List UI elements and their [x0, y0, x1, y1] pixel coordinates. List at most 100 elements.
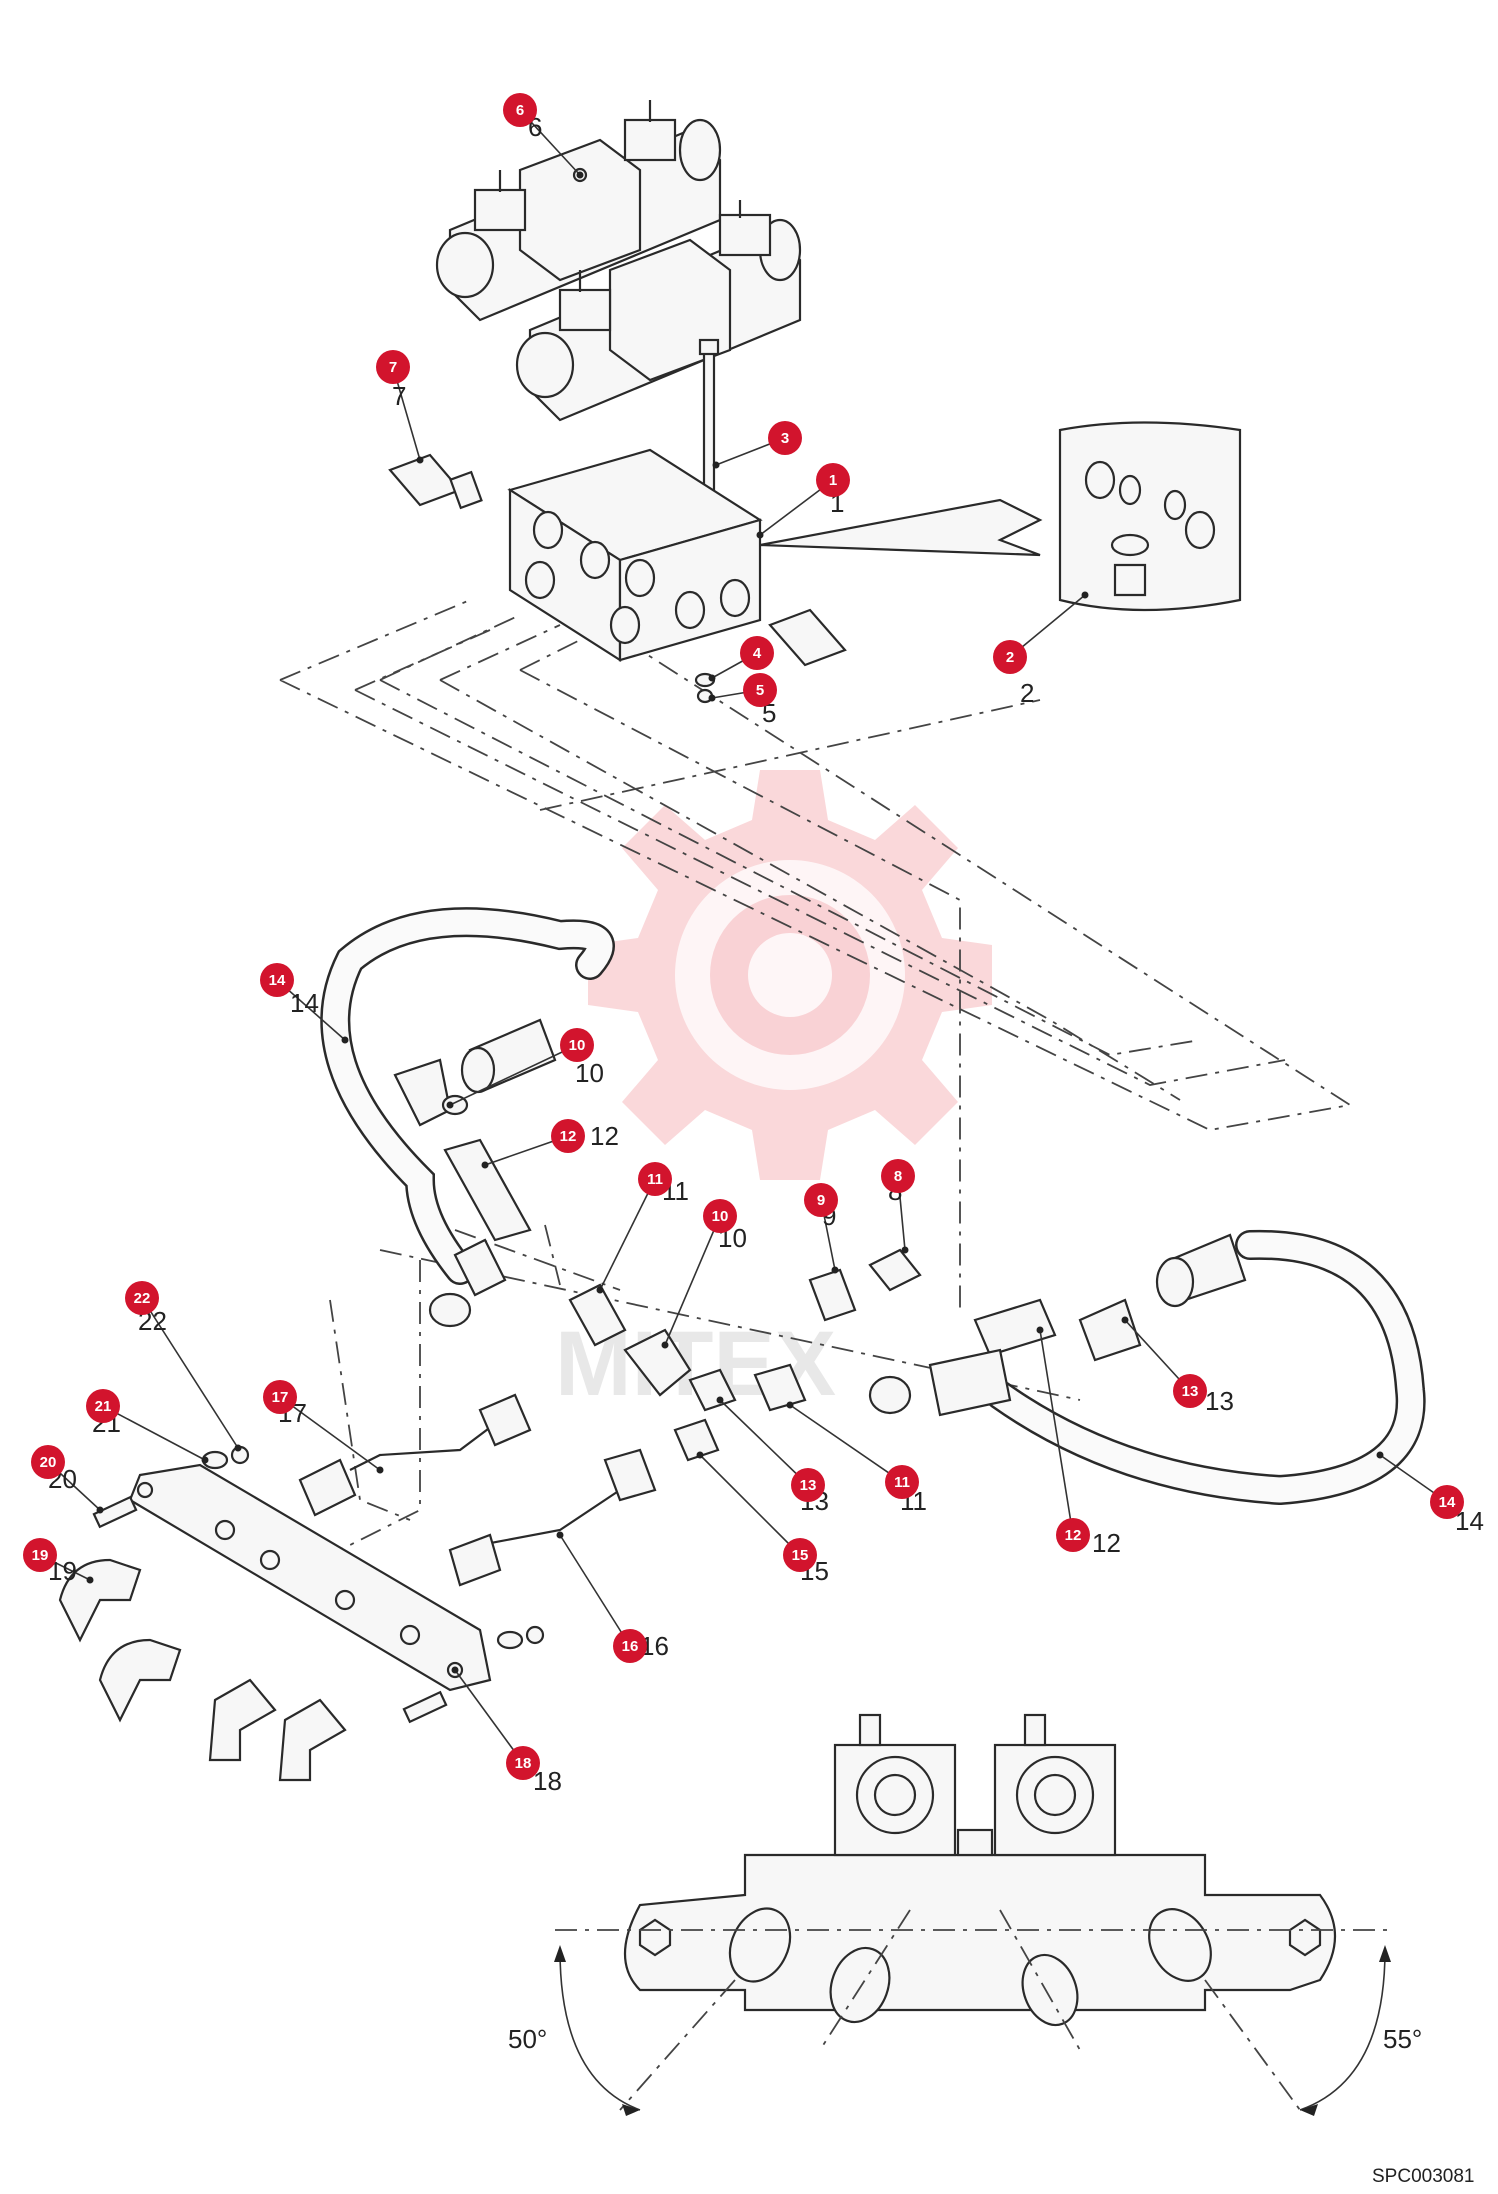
callout-badge-1[interactable]: 1: [816, 463, 850, 497]
callout-badge-8[interactable]: 8: [881, 1159, 915, 1193]
callout-badge-12a[interactable]: 12: [551, 1119, 585, 1153]
leader-line-10a: [449, 1044, 578, 1106]
callout-label-8: 8: [894, 1168, 902, 1185]
callout-label-11a: 11: [647, 1171, 663, 1188]
callout-badge-11a[interactable]: 11: [638, 1162, 672, 1196]
callout-circle-3: [768, 421, 802, 455]
leader-dot-13b: [716, 1396, 724, 1404]
callout-badge-5[interactable]: 5: [743, 673, 777, 707]
callout-circle-7: [376, 350, 410, 384]
fitting-13-lower: [673, 1368, 737, 1462]
callout-badge-11b[interactable]: 11: [885, 1465, 919, 1499]
callout-circle-8: [881, 1159, 915, 1193]
callout-circle-2: [993, 640, 1027, 674]
callout-label-7: 7: [389, 359, 397, 376]
callout-badge-20[interactable]: 20: [31, 1445, 65, 1479]
leader-line-17: [279, 1396, 381, 1471]
callout-badge-12b[interactable]: 12: [1056, 1518, 1090, 1552]
leader-dot-14a: [341, 1036, 349, 1044]
callout-circle-5: [743, 673, 777, 707]
callout-circle-10a: [560, 1028, 594, 1062]
callout-badge-10a[interactable]: 10: [560, 1028, 594, 1062]
callout-circle-21: [86, 1389, 120, 1423]
callout-label-10b: 10: [712, 1208, 729, 1225]
coupler-12-right: [868, 1298, 1057, 1417]
routing-lines: [279, 599, 1353, 1561]
callout-label-18: 18: [515, 1755, 532, 1772]
fitting-11-upper: [568, 1283, 627, 1347]
elbow-9: [808, 1268, 857, 1322]
callout-badge-19[interactable]: 19: [23, 1538, 57, 1572]
callout-badge-18[interactable]: 18: [506, 1746, 540, 1780]
callout-label-3: 3: [781, 430, 789, 447]
callout-circle-17: [263, 1380, 297, 1414]
callout-badge-21[interactable]: 21: [86, 1389, 120, 1423]
hose-14-right: [985, 1229, 1426, 1506]
angle-right: 55°: [1383, 2024, 1422, 2054]
part-number-text-2: 2: [1020, 678, 1034, 708]
leader-dot-1: [756, 531, 764, 539]
callout-badge-14b[interactable]: 14: [1430, 1485, 1464, 1519]
callout-badge-14a[interactable]: 14: [260, 963, 294, 997]
leader-line-21: [102, 1405, 206, 1461]
callout-circle-19: [23, 1538, 57, 1572]
callout-badge-15[interactable]: 15: [783, 1538, 817, 1572]
callout-label-5: 5: [756, 682, 764, 699]
leader-dot-18: [451, 1666, 459, 1674]
leader-dot-21: [201, 1456, 209, 1464]
callout-circle-11b: [885, 1465, 919, 1499]
elbow-fittings-19: [58, 1558, 347, 1782]
washer-21-nut-22: [201, 1445, 545, 1650]
callout-label-21: 21: [95, 1398, 112, 1415]
callout-badge-13b[interactable]: 13: [791, 1468, 825, 1502]
callout-label-9: 9: [817, 1192, 825, 1209]
callout-badge-22[interactable]: 22: [125, 1281, 159, 1315]
leader-line-11b: [789, 1404, 903, 1483]
leader-dot-7: [416, 456, 424, 464]
callout-label-14b: 14: [1439, 1494, 1456, 1511]
part-number-text-13a: 13: [1205, 1386, 1234, 1416]
callout-label-12a: 12: [560, 1128, 577, 1145]
hose-14-left: [320, 907, 615, 1328]
leader-dot-14b: [1376, 1451, 1384, 1459]
leader-dot-5: [708, 694, 716, 702]
leader-dot-6: [576, 171, 584, 179]
callout-badge-4[interactable]: 4: [740, 636, 774, 670]
callout-badge-10b[interactable]: 10: [703, 1199, 737, 1233]
callout-badge-2[interactable]: 2: [993, 640, 1027, 674]
leader-line-15: [699, 1454, 801, 1556]
callout-label-19: 19: [32, 1547, 49, 1564]
callout-label-1: 1: [829, 472, 837, 489]
callout-badge-9[interactable]: 9: [804, 1183, 838, 1217]
callout-circle-12a: [551, 1119, 585, 1153]
callout-badge-13a[interactable]: 13: [1173, 1374, 1207, 1408]
callout-label-16: 16: [622, 1638, 639, 1655]
callout-circle-1: [816, 463, 850, 497]
callout-circle-18: [506, 1746, 540, 1780]
leader-dot-9: [831, 1266, 839, 1274]
leader-dot-2: [1081, 591, 1089, 599]
callout-circle-11a: [638, 1162, 672, 1196]
callout-badge-17[interactable]: 17: [263, 1380, 297, 1414]
part-number-text-12b: 12: [1092, 1528, 1121, 1558]
leader-dot-13a: [1121, 1316, 1129, 1324]
callout-circle-9: [804, 1183, 838, 1217]
part-number-text-12a: 12: [590, 1121, 619, 1151]
leader-dot-3: [712, 461, 720, 469]
leader-line-18: [454, 1669, 524, 1764]
callout-label-2: 2: [1006, 649, 1014, 666]
leader-dot-10a: [446, 1101, 454, 1109]
callout-label-15: 15: [792, 1547, 809, 1564]
leader-dot-15: [696, 1451, 704, 1459]
callout-circle-6: [503, 93, 537, 127]
callout-badge-7[interactable]: 7: [376, 350, 410, 384]
callout-label-4: 4: [753, 645, 762, 662]
callout-circle-4: [740, 636, 774, 670]
callout-label-13a: 13: [1182, 1383, 1199, 1400]
callout-label-10a: 10: [569, 1037, 586, 1054]
leader-dot-17: [376, 1466, 384, 1474]
callout-badge-16[interactable]: 16: [613, 1629, 647, 1663]
coupler-12-left: [443, 1138, 532, 1242]
callout-badge-6[interactable]: 6: [503, 93, 537, 127]
callout-badge-3[interactable]: 3: [768, 421, 802, 455]
